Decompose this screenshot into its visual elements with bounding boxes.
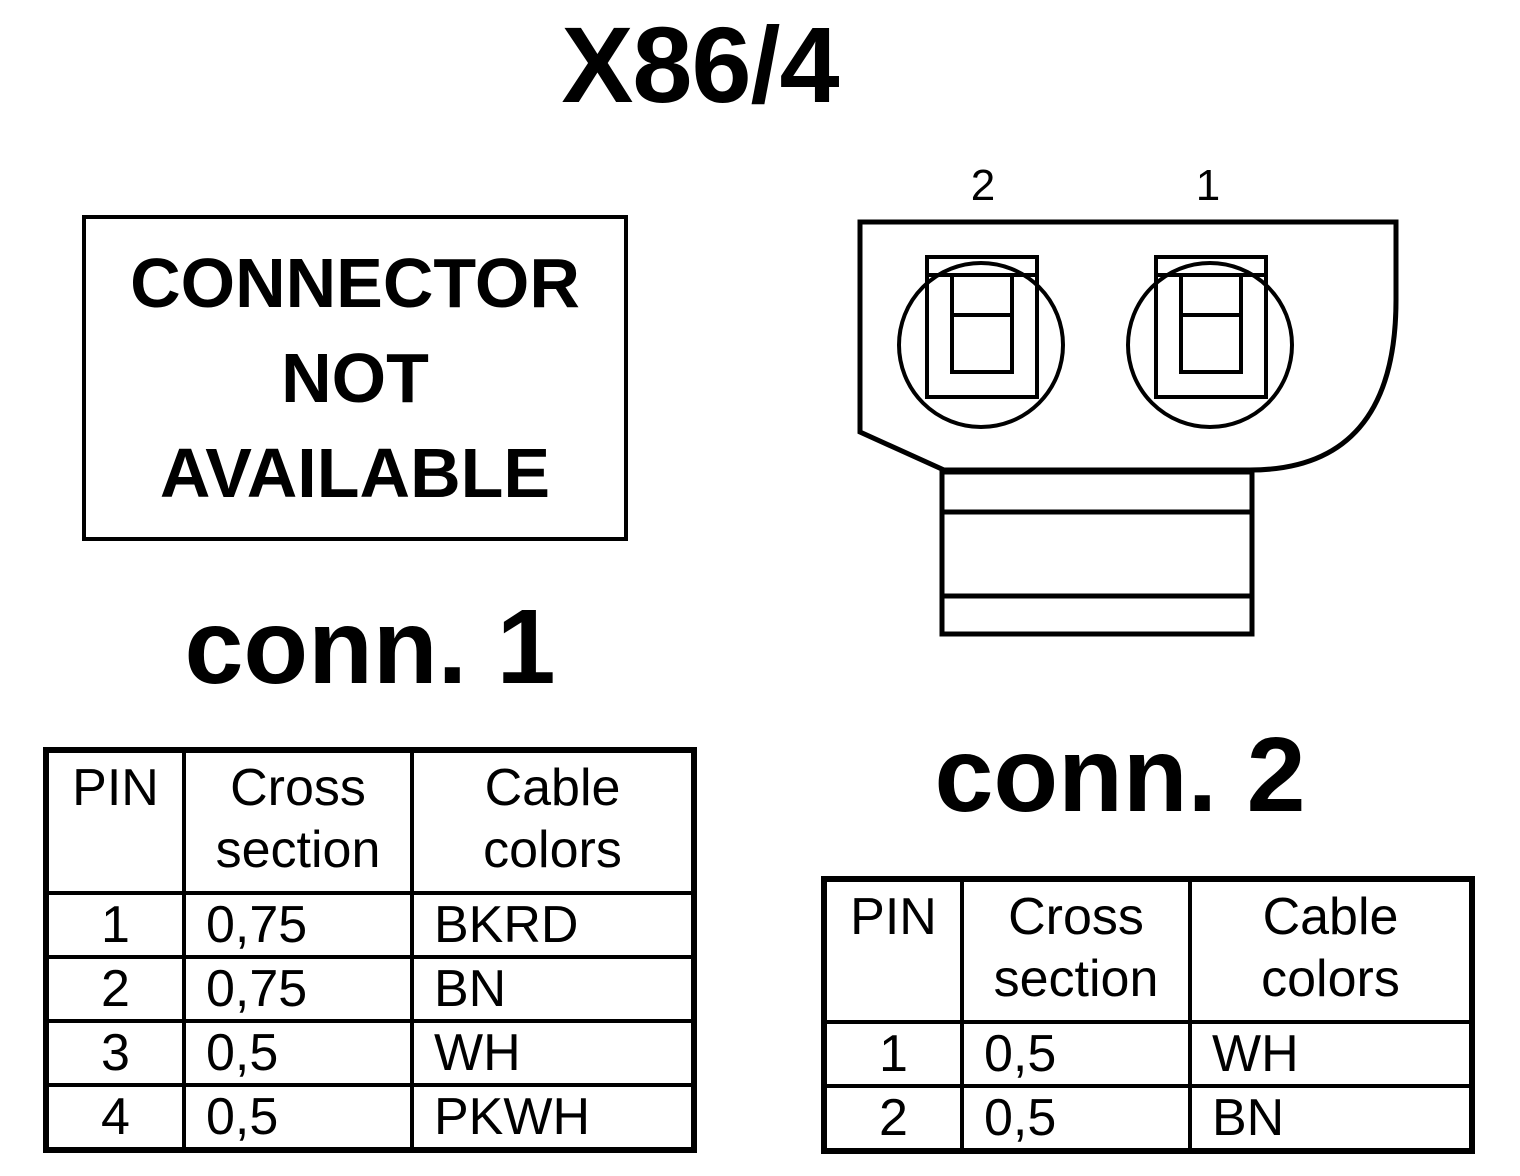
table-row: 2 0,75 BN <box>44 955 696 1023</box>
connector-pin-label-2: 2 <box>971 161 995 210</box>
pin-cell: 3 <box>44 1019 186 1087</box>
pin-cell: 2 <box>822 1084 964 1153</box>
table-row: 1 0,75 BKRD <box>44 891 696 959</box>
connector-pin-label-1: 1 <box>1196 161 1220 210</box>
table-header-row: PIN Cross section Cable colors <box>44 748 696 895</box>
header-pin: PIN <box>44 748 186 895</box>
header-cross-section: Cross section <box>960 877 1192 1024</box>
pin-cell: 1 <box>44 891 186 959</box>
conn1-pin-table: PIN Cross section Cable colors 1 0,75 BK… <box>43 747 697 1153</box>
pin-cell: 2 <box>44 955 186 1023</box>
connector-drawing: 2 1 <box>857 161 1399 637</box>
header-cross-section: Cross section <box>182 748 414 895</box>
cable-color-cell: BN <box>1188 1084 1474 1153</box>
notice-line-3: AVAILABLE <box>159 433 551 512</box>
header-color-line2: colors <box>1261 950 1400 1008</box>
header-color-line1: Cable <box>484 759 621 817</box>
cross-section-cell: 0,75 <box>182 891 414 959</box>
header-cable-colors: Cable colors <box>1188 877 1474 1024</box>
header-cross-line1: Cross <box>230 759 366 817</box>
notice-line-1: CONNECTOR <box>130 243 580 322</box>
connector-cavity-2 <box>897 255 1065 429</box>
header-pin: PIN <box>822 877 964 1024</box>
header-cable-colors: Cable colors <box>410 748 696 895</box>
table-row: 4 0,5 PKWH <box>44 1083 696 1152</box>
pin-cell: 4 <box>44 1083 186 1152</box>
cross-section-cell: 0,5 <box>960 1084 1192 1153</box>
cable-color-cell: PKWH <box>410 1083 696 1152</box>
header-color-line1: Cable <box>1262 888 1399 946</box>
conn1-label: conn. 1 <box>184 588 556 706</box>
cross-section-cell: 0,5 <box>182 1019 414 1087</box>
header-cross-line2: section <box>215 821 381 879</box>
pin-cell: 1 <box>822 1020 964 1088</box>
conn2-label: conn. 2 <box>934 716 1306 834</box>
conn2-pin-table: PIN Cross section Cable colors 1 0,5 WH … <box>821 876 1475 1154</box>
diagram-title: X86/4 <box>561 4 839 125</box>
table-row: 2 0,5 BN <box>822 1084 1474 1153</box>
header-cross-line1: Cross <box>1008 888 1144 946</box>
cable-color-cell: BN <box>410 955 696 1023</box>
table-row: 3 0,5 WH <box>44 1019 696 1087</box>
connector-cavity-1 <box>1126 255 1294 429</box>
cross-section-cell: 0,75 <box>182 955 414 1023</box>
connector-cable-exit <box>939 469 1255 637</box>
cross-section-cell: 0,5 <box>182 1083 414 1152</box>
connector-not-available-notice: CONNECTOR NOT AVAILABLE <box>82 215 628 541</box>
table-row: 1 0,5 WH <box>822 1020 1474 1088</box>
header-color-line2: colors <box>483 821 622 879</box>
cable-color-cell: WH <box>1188 1020 1474 1088</box>
header-cross-line2: section <box>993 950 1159 1008</box>
cable-color-cell: WH <box>410 1019 696 1087</box>
notice-line-2: NOT <box>281 338 429 417</box>
cross-section-cell: 0,5 <box>960 1020 1192 1088</box>
table-header-row: PIN Cross section Cable colors <box>822 877 1474 1024</box>
cable-color-cell: BKRD <box>410 891 696 959</box>
